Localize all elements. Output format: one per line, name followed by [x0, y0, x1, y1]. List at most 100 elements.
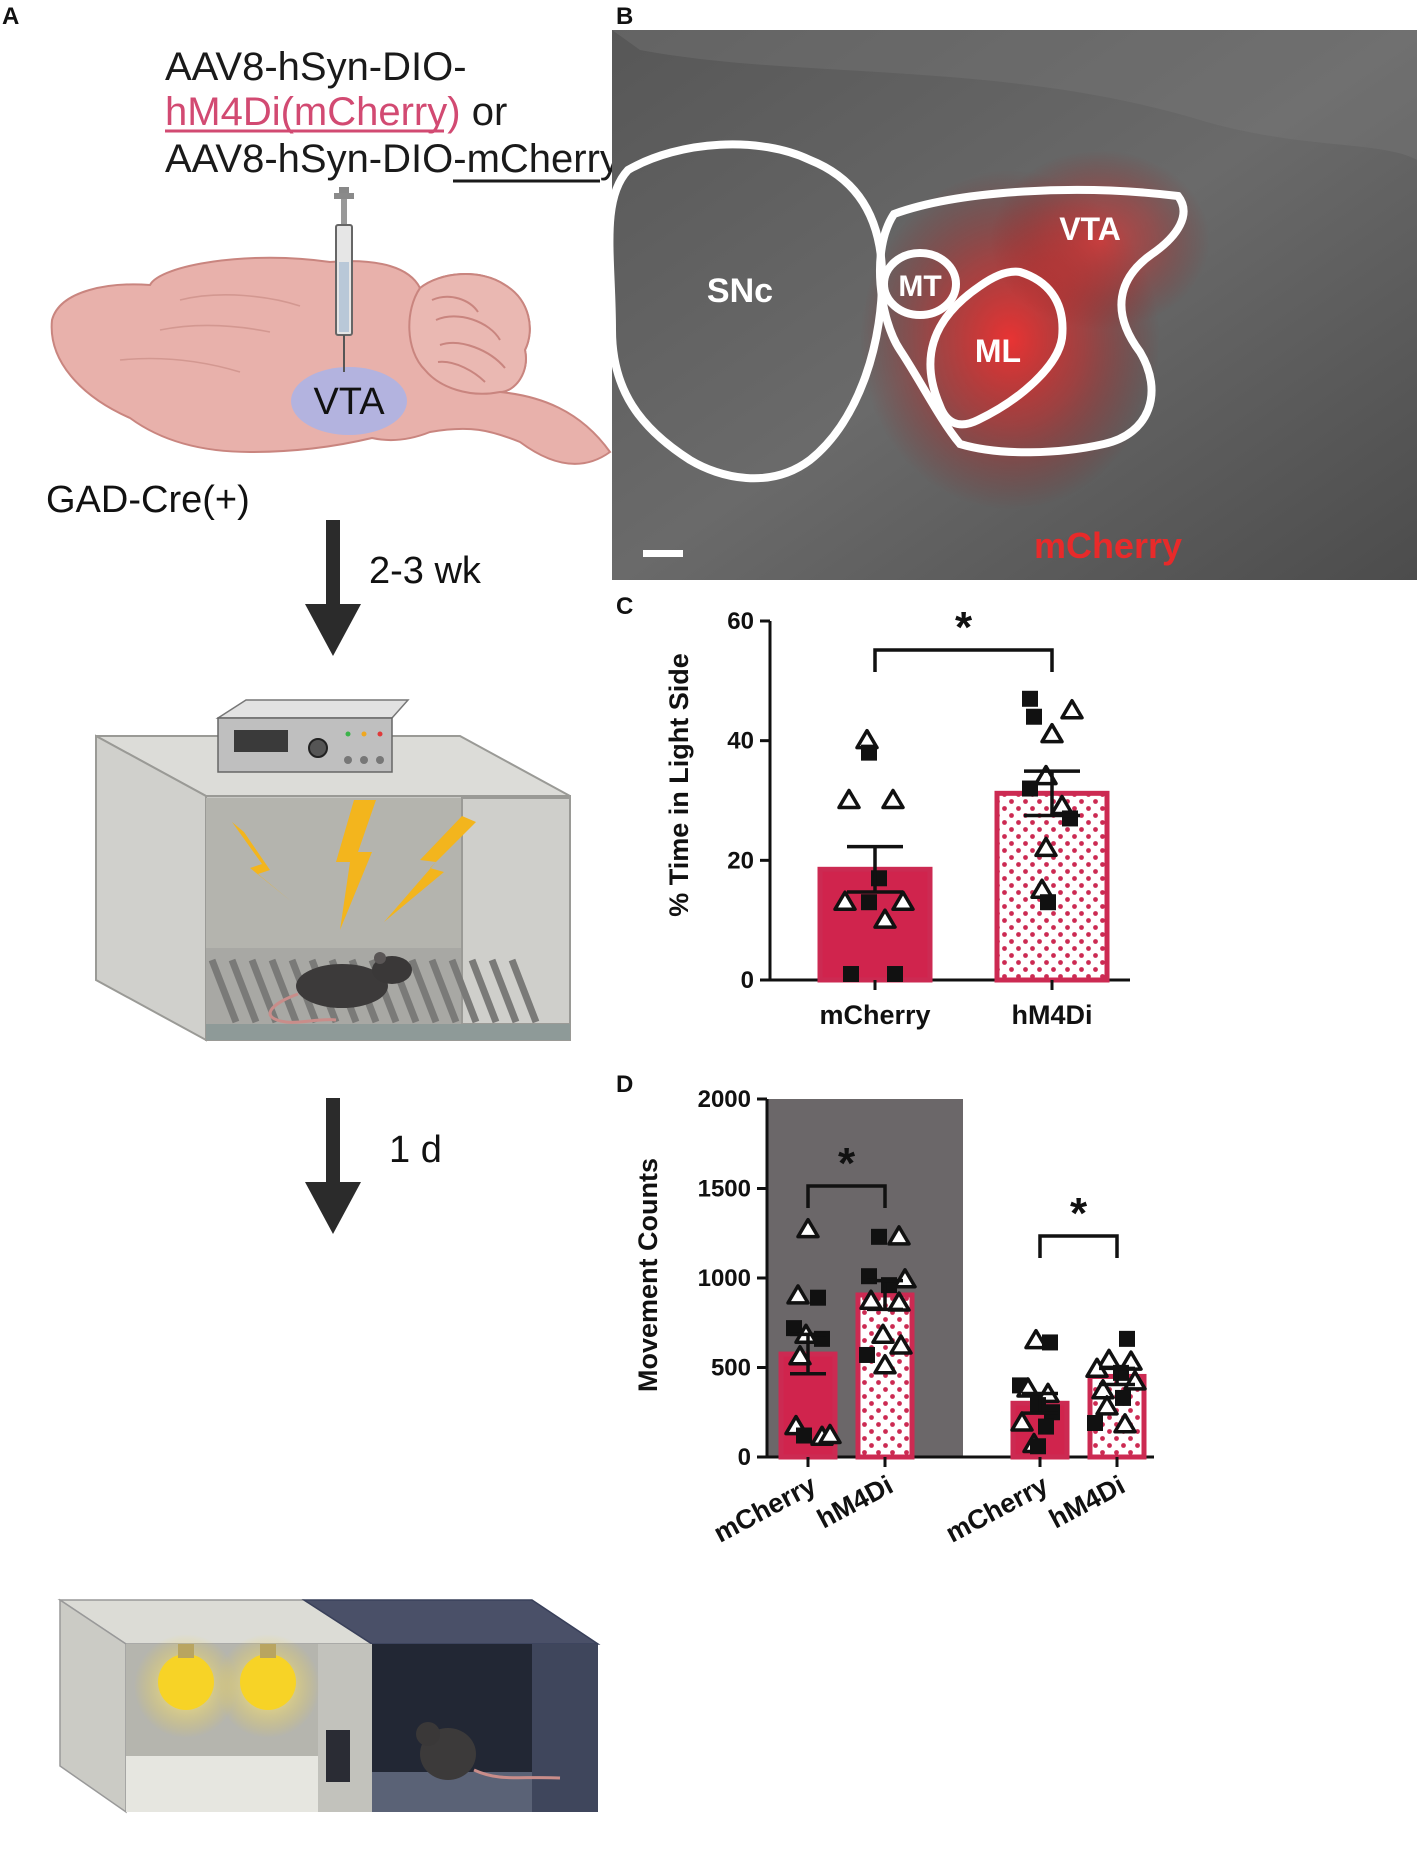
chart-d-point-3-9 [1087, 1414, 1103, 1431]
chart-d-point-2-7 [1010, 1411, 1034, 1432]
chart-d-ylabel: Movement Counts [633, 1158, 663, 1392]
chart-d-ytick-label-4: 2000 [698, 1086, 751, 1113]
lightning-bolt-icon-3 [384, 816, 476, 922]
chart-d-category-label-0: mCherry [709, 1470, 821, 1549]
chart-d-point-2-8 [1038, 1418, 1054, 1435]
vta-label: VTA [313, 381, 385, 423]
chart-c-ytick-label-2: 40 [727, 728, 754, 755]
chart-c-point-1-1 [1026, 708, 1042, 725]
chart-d-point-2-1 [1042, 1334, 1058, 1351]
construct-mcherry: mCherry [467, 137, 620, 181]
chart-d-point-2-10 [1030, 1438, 1046, 1455]
chart-c-point-1-0 [1022, 690, 1038, 707]
chart-d-significance-star-1: * [1070, 1189, 1088, 1238]
region-outlines [605, 140, 1188, 483]
chart-d-ytick-label-0: 0 [738, 1444, 751, 1471]
light-dark-box-illustration [57, 1598, 601, 1814]
panel-b: B SNc MT ML VTA mCherry [605, 3, 1417, 580]
ml-outline [926, 267, 1067, 429]
chart-c-point-0-9 [843, 966, 859, 983]
ml-label: ML [975, 333, 1021, 369]
chart-d-significance-bracket-1 [1038, 1234, 1119, 1258]
mt-outline [880, 249, 960, 319]
vta-region-label: VTA [1059, 211, 1121, 247]
chart-c-point-0-10 [887, 966, 903, 983]
chart-d-point-3-7 [1115, 1389, 1131, 1406]
chart-d-point-1-8 [889, 1334, 913, 1355]
chart-d-ytick-label-1: 500 [711, 1355, 751, 1382]
chart-d-point-3-8 [1095, 1395, 1119, 1416]
chart-d-point-0-8 [796, 1427, 812, 1444]
scale-bar [643, 550, 683, 557]
shock-chamber-illustration [95, 699, 571, 1042]
construct-line-2: hM4Di(mCherry) or [165, 90, 507, 134]
chart-d-point-0-2 [810, 1289, 826, 1306]
step-2-label: 1 d [389, 1129, 442, 1171]
chart-c-point-0-5 [833, 890, 857, 911]
chart-d-point-3-0 [1119, 1330, 1135, 1347]
mcherry-channel-label: mCherry [1034, 525, 1182, 566]
construct-or: or [461, 90, 508, 134]
chart-c-ytick-label-3: 60 [727, 608, 754, 635]
chart-d-point-0-3 [786, 1320, 802, 1337]
chart-d-significance-star-0: * [838, 1139, 856, 1188]
chart-d-point-3-6 [1091, 1379, 1115, 1400]
chart-d-point-0-6 [788, 1345, 812, 1366]
panel-d-letter: D [616, 1071, 633, 1098]
timeline-arrow-1 [305, 520, 361, 656]
construct-prefix: AAV8-hSyn-DIO- [165, 137, 467, 181]
brain-illustration: VTA [50, 256, 612, 465]
panel-c-letter: C [616, 593, 633, 620]
chart-c-point-1-3 [1040, 722, 1064, 744]
mt-label: MT [898, 270, 941, 303]
chart-c-point-1-7 [1062, 810, 1078, 827]
chart-c-point-0-1 [861, 744, 877, 761]
chart-d-category-label-2: mCherry [941, 1470, 1053, 1549]
mouse-line-label: GAD-Cre(+) [46, 479, 250, 521]
chart-d-point-2-0 [1024, 1328, 1048, 1350]
panel-b-letter: B [616, 3, 633, 30]
chart-d-category-label-1: hM4Di [812, 1470, 898, 1535]
chart-d-point-2-5 [1030, 1397, 1046, 1414]
lightning-bolt-icon-1 [232, 822, 292, 902]
construct-line-1: AAV8-hSyn-DIO- [165, 45, 467, 89]
panel-a: A AAV8-hSyn-DIO- hM4Di(mCherry) or AAV8-… [2, 3, 620, 1814]
chart-d-significance-bracket-0 [806, 1184, 887, 1208]
mouse-icon [268, 952, 412, 1024]
chart-d-point-1-3 [893, 1268, 917, 1289]
chart-d-ytick-label-3: 1500 [698, 1176, 751, 1203]
construct-line-3: AAV8-hSyn-DIO-mCherry [165, 137, 620, 181]
chart-d-point-0-1 [786, 1284, 810, 1305]
chart-d-point-0-0 [796, 1217, 820, 1239]
lightning-bolt-icon-2 [336, 800, 376, 930]
syringe-icon [334, 187, 354, 372]
construct-hm4di: hM4Di(mCherry) [165, 90, 461, 134]
mouse-icon-2 [416, 1722, 561, 1780]
chart-d-bar-1 [855, 1292, 915, 1460]
snc-label: SNc [707, 272, 773, 310]
light-bulb-icon-1 [158, 1654, 214, 1710]
chart-c-bar-1 [994, 790, 1110, 983]
step-1-label: 2-3 wk [369, 550, 482, 592]
chart-d-point-1-1 [887, 1225, 911, 1246]
chart-c-point-0-2 [837, 788, 861, 810]
chart-d-category-label-3: hM4Di [1044, 1470, 1130, 1535]
chart-c-ytick-label-1: 20 [727, 847, 754, 874]
chart-d-point-1-9 [859, 1346, 875, 1363]
chart-c-point-1-5 [1022, 780, 1038, 797]
chart-c-category-label-1: hM4Di [1012, 1000, 1093, 1030]
light-bulb-icon-2 [240, 1654, 296, 1710]
vta-outline [876, 186, 1188, 457]
chart-c-category-label-0: mCherry [819, 1000, 930, 1030]
chart-d-point-1-10 [873, 1353, 897, 1375]
chart-c-point-1-8 [1034, 836, 1058, 858]
chart-c-point-0-6 [891, 890, 915, 911]
chart-d-point-3-10 [1113, 1413, 1137, 1434]
chart-d-point-1-7 [871, 1323, 895, 1345]
chart-d-point-1-0 [871, 1228, 887, 1245]
